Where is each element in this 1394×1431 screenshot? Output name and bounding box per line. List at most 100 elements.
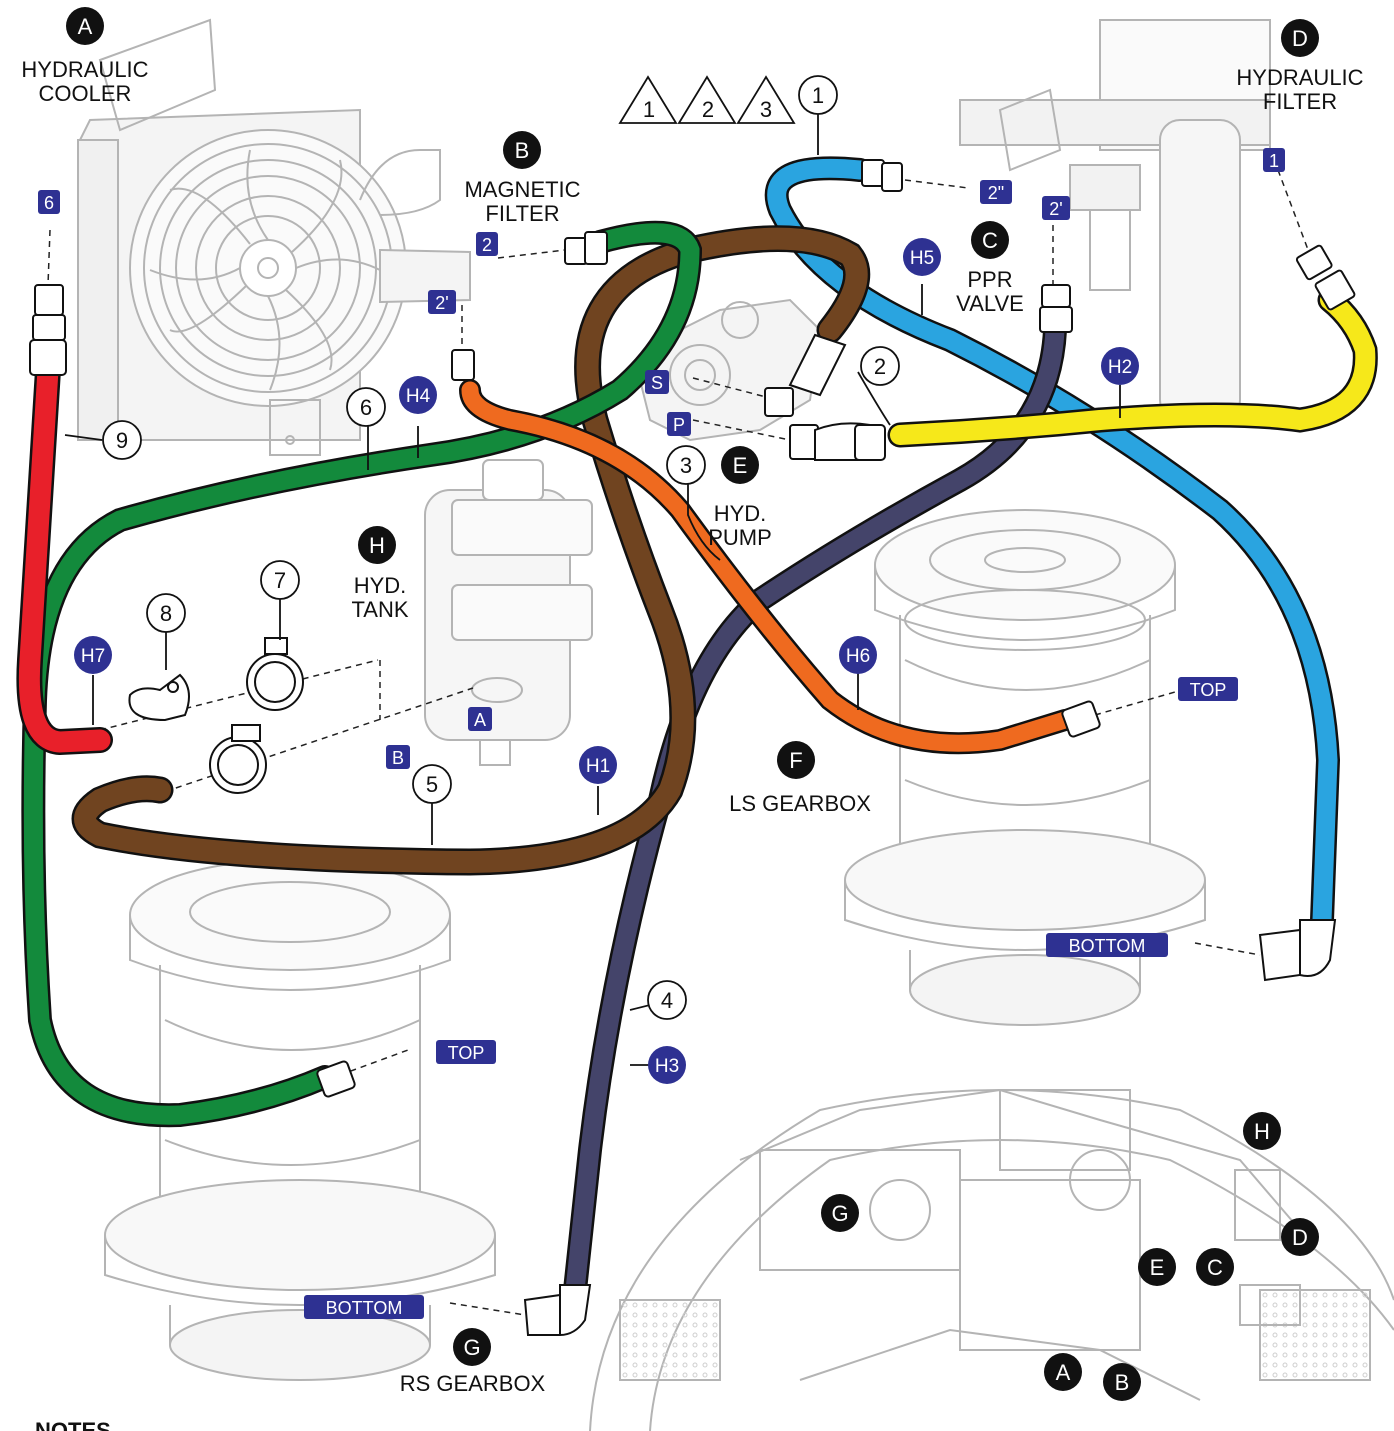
warning-triangles: 1 2 3 xyxy=(618,75,796,124)
item-number-9: 9 xyxy=(102,420,142,460)
svg-text:G: G xyxy=(831,1201,848,1226)
svg-text:H: H xyxy=(1254,1119,1270,1144)
svg-text:BOTTOM: BOTTOM xyxy=(326,1298,403,1318)
label-magnetic-filter-text: MAGNETIC FILTER xyxy=(464,177,581,226)
svg-text:B: B xyxy=(515,138,530,163)
component-badge-g: G xyxy=(453,1328,491,1366)
component-badge-d: D xyxy=(1281,19,1319,57)
svg-text:6: 6 xyxy=(44,193,54,213)
hose-tag-h5: H5 xyxy=(903,238,941,276)
hose-tag-h4: H4 xyxy=(399,376,437,414)
svg-text:S: S xyxy=(651,373,663,393)
svg-text:1: 1 xyxy=(643,97,655,122)
component-badge-h: H xyxy=(358,526,396,564)
label-hydraulic-filter-text: HYDRAULIC FILTER xyxy=(1236,65,1364,114)
svg-text:A: A xyxy=(78,14,93,39)
port-tag-ls-top: TOP xyxy=(1178,677,1238,701)
warning-triangle-1: 1 xyxy=(618,75,678,124)
overview-marker-c: C xyxy=(1196,1248,1234,1286)
component-badge-c: C xyxy=(971,221,1009,259)
svg-text:E: E xyxy=(733,453,748,478)
hose-tag-h2: H2 xyxy=(1101,347,1139,385)
magnetic-filter-drawing xyxy=(379,248,471,304)
overview-marker-a: A xyxy=(1044,1353,1082,1391)
label-rs-gearbox: RS GEARBOX xyxy=(380,1372,565,1396)
component-outlines xyxy=(77,18,1394,1431)
svg-text:H2: H2 xyxy=(1108,357,1132,378)
hoses xyxy=(16,156,1378,1302)
svg-text:B: B xyxy=(392,748,404,768)
label-ls-gearbox-text: LS GEARBOX xyxy=(729,791,871,816)
hose-tag-h1: H1 xyxy=(579,746,617,784)
svg-text:5: 5 xyxy=(426,772,438,797)
svg-text:D: D xyxy=(1292,1225,1308,1250)
overview-marker-e: E xyxy=(1138,1248,1176,1286)
port-tags: 6 2 2' 2" 2' 1 S P A B TOP BOTTOM TOP BO… xyxy=(38,148,1285,1319)
svg-text:3: 3 xyxy=(760,97,772,122)
connection-dashes xyxy=(47,169,1311,1316)
svg-text:2: 2 xyxy=(702,97,714,122)
hydraulic-tank-drawing xyxy=(424,459,593,766)
svg-text:2: 2 xyxy=(482,235,492,255)
svg-text:A: A xyxy=(474,710,486,730)
port-tag-filter-1: 1 xyxy=(1263,148,1285,172)
svg-text:2: 2 xyxy=(874,354,886,379)
hose-tag-h6: H6 xyxy=(839,636,877,674)
hose-tags: H1 H2 H3 H4 H5 H6 H 7 xyxy=(74,238,1139,1084)
svg-text:B: B xyxy=(1115,1370,1130,1395)
component-badge-a: A xyxy=(66,7,104,45)
svg-text:C: C xyxy=(982,228,998,253)
port-tag-rs-top: TOP xyxy=(436,1040,496,1064)
port-tag-pump-p: P xyxy=(667,412,691,436)
item-numbers: 1 2 3 4 5 6 7 8 9 xyxy=(102,75,900,1020)
svg-text:1: 1 xyxy=(1269,151,1279,171)
label-hyd-pump-text: HYD. PUMP xyxy=(708,501,772,550)
svg-text:E: E xyxy=(1150,1255,1165,1280)
item-number-2: 2 xyxy=(860,346,900,386)
svg-text:H6: H6 xyxy=(846,646,870,667)
overview-marker-h: H xyxy=(1243,1112,1281,1150)
label-hyd-pump: HYD. PUMP xyxy=(700,502,780,550)
svg-text:2': 2' xyxy=(435,293,448,313)
label-ls-gearbox: LS GEARBOX xyxy=(710,792,890,816)
notes-heading: NOTES xyxy=(35,1418,111,1431)
port-tag-ls-bottom: BOTTOM xyxy=(1046,933,1168,957)
svg-text:D: D xyxy=(1292,26,1308,51)
warning-triangle-2: 2 xyxy=(677,75,737,124)
label-hydraulic-cooler: HYDRAULIC COOLER xyxy=(0,58,170,106)
label-hyd-tank: HYD. TANK xyxy=(340,574,420,622)
label-hydraulic-cooler-text: HYDRAULIC COOLER xyxy=(21,57,149,106)
component-badge-e: E xyxy=(721,446,759,484)
label-rs-gearbox-text: RS GEARBOX xyxy=(399,1371,546,1396)
item-number-4: 4 xyxy=(647,980,687,1020)
svg-text:H4: H4 xyxy=(406,386,431,407)
port-tag-tank-b: B xyxy=(386,745,410,769)
port-tag-rs-bottom: BOTTOM xyxy=(304,1295,424,1319)
label-ppr-valve-text: PPR VALVE xyxy=(956,267,1024,316)
item-number-7: 7 xyxy=(260,560,300,600)
filter-assembly-drawing xyxy=(959,19,1271,421)
svg-text:H: H xyxy=(369,533,385,558)
svg-text:C: C xyxy=(1207,1255,1223,1280)
warning-triangle-3: 3 xyxy=(736,75,796,124)
svg-text:TOP: TOP xyxy=(448,1043,485,1063)
ls-gearbox-drawing xyxy=(844,509,1206,1026)
label-hydraulic-filter: HYDRAULIC FILTER xyxy=(1215,66,1385,114)
svg-text:P: P xyxy=(673,415,685,435)
item-number-8: 8 xyxy=(146,593,186,633)
svg-text:4: 4 xyxy=(661,988,673,1013)
svg-text:H5: H5 xyxy=(910,248,934,269)
svg-text:3: 3 xyxy=(680,453,692,478)
hose-tag-h3: H3 xyxy=(648,1046,686,1084)
label-hyd-tank-text: HYD. TANK xyxy=(351,573,409,622)
svg-text:A: A xyxy=(1056,1360,1071,1385)
label-magnetic-filter: MAGNETIC FILTER xyxy=(440,178,605,226)
machine-overview-drawing xyxy=(589,1088,1394,1431)
port-tag-pump-s: S xyxy=(645,370,669,394)
component-badge-f: F xyxy=(777,741,815,779)
port-tag-mag-2prime: 2' xyxy=(428,290,456,314)
svg-text:F: F xyxy=(789,748,802,773)
component-badges: A B C D E F G H xyxy=(66,7,1319,1366)
svg-text:G: G xyxy=(463,1335,480,1360)
